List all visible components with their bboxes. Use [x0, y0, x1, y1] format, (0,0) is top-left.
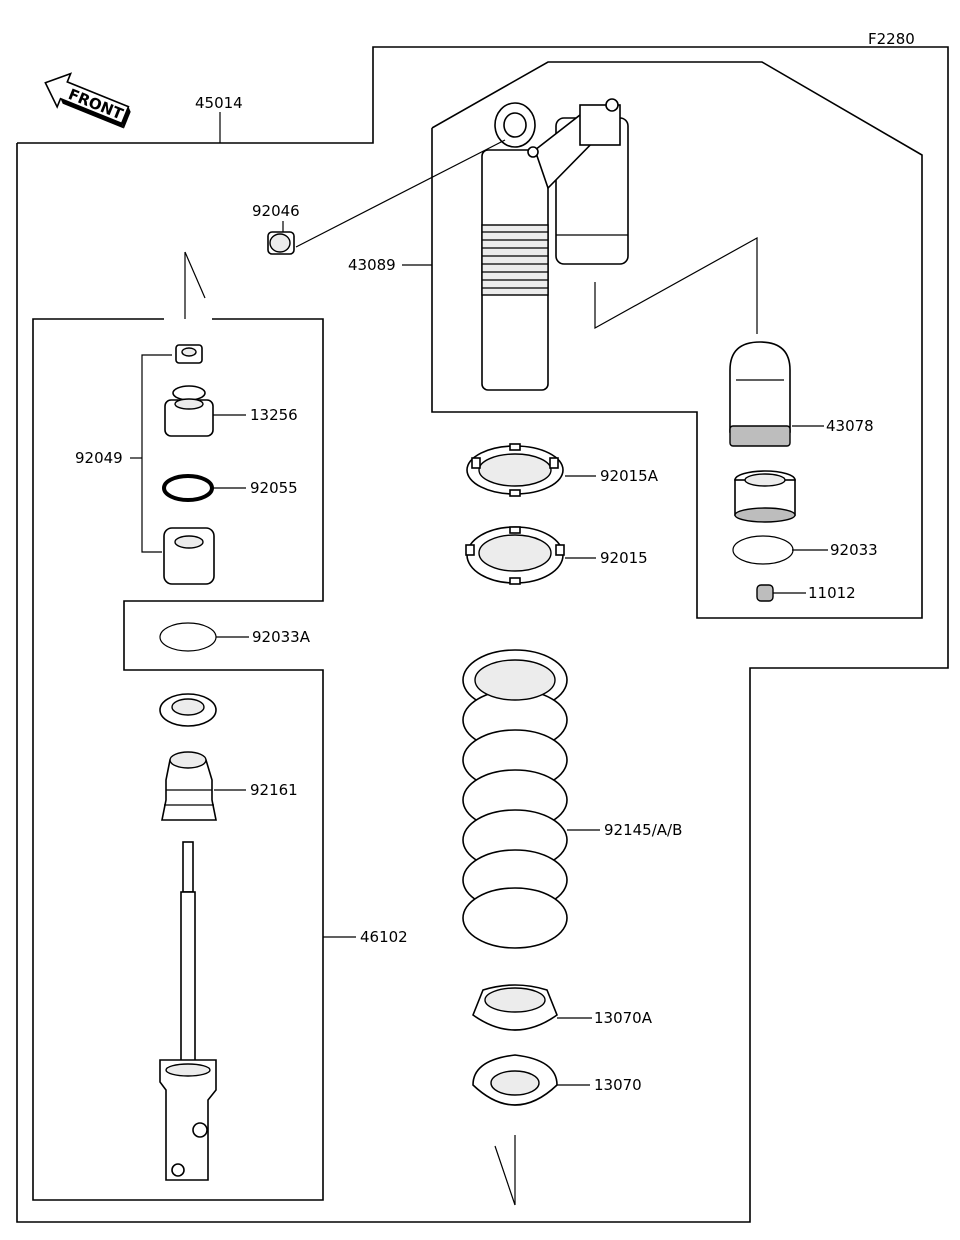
label-92033: 92033: [830, 541, 878, 559]
label-92049: 92049: [75, 449, 123, 467]
diagram-id: F2280: [868, 30, 915, 48]
label-43078: 43078: [826, 417, 874, 435]
circlip-92033: [732, 535, 794, 565]
damper-rod-46102: [159, 841, 217, 1181]
spring-92145: [462, 649, 568, 949]
label-43089: 43089: [348, 256, 396, 274]
label-45014: 45014: [195, 94, 243, 112]
locknut-92015A: [466, 443, 564, 497]
label-92015: 92015: [600, 549, 648, 567]
bump-stop-92161: [161, 751, 217, 821]
label-92055: 92055: [250, 479, 298, 497]
spring-seat-13070A: [472, 984, 558, 1031]
assembly-frame-46102: [32, 318, 324, 1201]
valve-cap-11012: [756, 584, 774, 602]
label-92015A: 92015A: [600, 467, 659, 485]
reservoir-piston: [734, 470, 796, 523]
bushing-lower: [163, 527, 215, 585]
label-46102: 46102: [360, 928, 408, 946]
assembly-frame-45014: [16, 46, 949, 1223]
o-ring-92055: [162, 474, 214, 502]
reservoir-cap-43078: [729, 341, 791, 447]
bushing-13256: [164, 385, 214, 437]
label-92033A: 92033A: [252, 628, 311, 646]
bushing-92046: [267, 231, 295, 255]
label-13070: 13070: [594, 1076, 642, 1094]
spring-seat-13070: [472, 1054, 558, 1106]
label-11012: 11012: [808, 584, 856, 602]
label-92046: 92046: [252, 202, 300, 220]
front-label: FRONT: [66, 85, 127, 123]
label-13070A: 13070A: [594, 1009, 653, 1027]
nut-92049: [175, 344, 203, 364]
nut-92015: [465, 526, 565, 585]
front-arrow-icon: FRONT: [44, 72, 131, 129]
label-92161: 92161: [250, 781, 298, 799]
shock-body-43089: [481, 98, 629, 391]
label-13256: 13256: [250, 406, 298, 424]
assembly-frame-43089: [431, 61, 923, 619]
collar: [159, 693, 217, 727]
label-92145: 92145/A/B: [604, 821, 682, 839]
circlip-92033A: [159, 622, 217, 652]
